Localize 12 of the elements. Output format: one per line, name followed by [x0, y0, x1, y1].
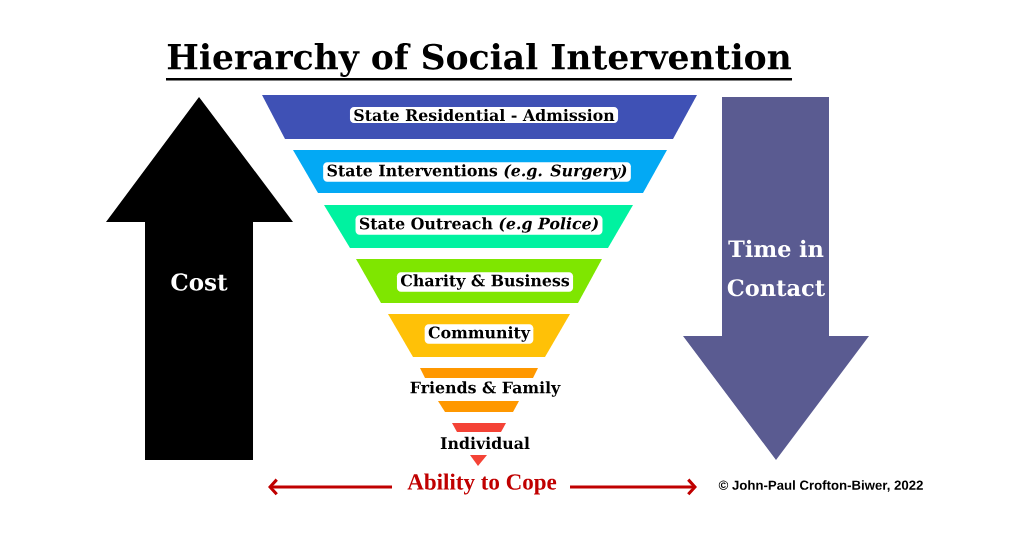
node-label: Individual	[440, 436, 530, 450]
funnel-tier: Community	[388, 314, 570, 357]
title: Hierarchy of Social Intervention	[166, 43, 792, 81]
funnel-tier: State Residential - Admission	[262, 95, 697, 139]
funnel-tier: State Outreach (e.g Police)	[324, 205, 633, 248]
funnel-tier: Individual	[440, 423, 530, 466]
funnel-tier: Friends & Family	[410, 368, 561, 412]
axis-label: Ability to Cope	[407, 473, 557, 495]
node-label: Friends & Family	[410, 381, 561, 397]
copyright-note: © John-Paul Crofton-Biwer, 2022	[718, 480, 923, 492]
funnel-tier: State Interventions (e.g. Surgery)	[293, 150, 667, 193]
funnel-tier: Charity & Business	[356, 259, 602, 303]
